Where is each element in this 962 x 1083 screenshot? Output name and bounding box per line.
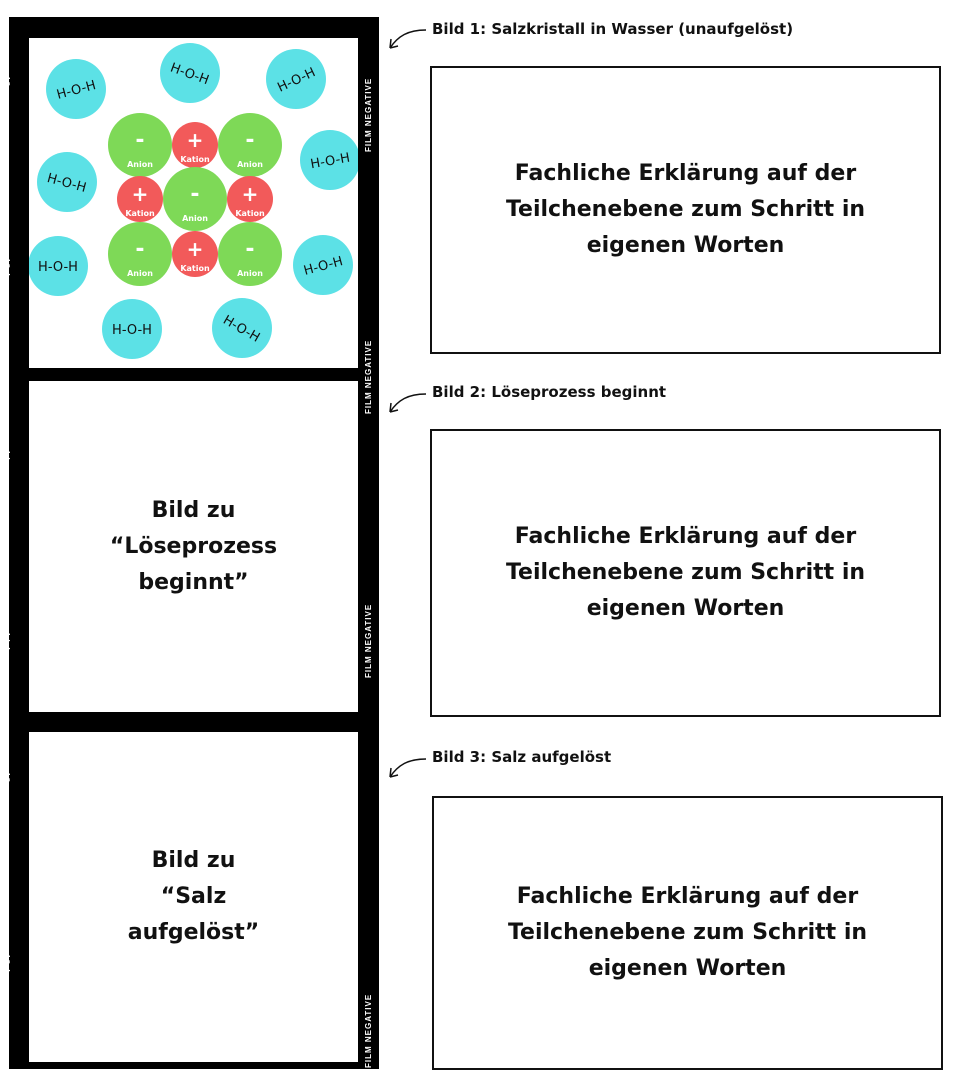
film-negative-label: FILM NEGATIVE (364, 603, 373, 678)
image-placeholder-text: Bild zu “Salz aufgelöst” (127, 848, 260, 945)
caption-2: Bild 2: Löseprozess beginnt (432, 383, 667, 401)
frame-number: → 13 (2, 760, 11, 784)
frame-3: Bild zu “Salz aufgelöst” (29, 732, 358, 1062)
kation-label: Kation (235, 209, 265, 218)
anion-label: Anion (127, 269, 153, 278)
water-molecule (102, 299, 162, 359)
water-molecule (293, 235, 353, 295)
explanation-text: Fachliche Erklärung auf der Teilcheneben… (507, 884, 868, 981)
explanation-box-2[interactable]: Fachliche Erklärung auf der Teilcheneben… (430, 429, 941, 717)
film-negative-label: FILM NEGATIVE (364, 993, 373, 1068)
kation-label: Kation (180, 264, 210, 273)
water-molecule (29, 236, 88, 296)
kation-sign: + (187, 237, 204, 261)
image-placeholder-text: Bild zu “Löseprozess beginnt” (109, 497, 278, 595)
kation-sign: + (132, 182, 149, 206)
anion-sign: - (245, 128, 254, 153)
explanation-text: Fachliche Erklärung auf der Teilcheneben… (505, 524, 866, 621)
anion-sign: - (135, 128, 144, 153)
explanation-box-1[interactable]: Fachliche Erklärung auf der Teilcheneben… (430, 66, 941, 354)
water-formula: H-O-H (309, 151, 351, 173)
water-molecule (212, 298, 272, 358)
anion-sign: - (135, 237, 144, 262)
anion-label: Anion (237, 160, 263, 169)
arrow-icon (389, 758, 427, 778)
anion-sign: - (190, 182, 199, 207)
kation (227, 176, 273, 222)
kation (117, 176, 163, 222)
anion-sign: - (245, 237, 254, 262)
water-formula: H-O-H (38, 260, 78, 275)
anion (218, 113, 282, 177)
anion-label: Anion (182, 214, 208, 223)
water-formula: H-O-H (112, 323, 152, 338)
explanation-box-3[interactable]: Fachliche Erklärung auf der Teilcheneben… (432, 796, 943, 1070)
water-molecule (160, 43, 220, 103)
frame-number: → 13 A (2, 246, 11, 279)
frame-number: → 14 (2, 438, 11, 462)
water-molecule (46, 59, 106, 119)
frame-number: → 14 A (2, 620, 11, 653)
frame-2: Bild zu “Löseprozess beginnt” (29, 381, 358, 712)
anion-label: Anion (237, 269, 263, 278)
water-molecule (266, 49, 326, 109)
arrow-icon (389, 29, 427, 49)
water-molecule (300, 130, 358, 190)
film-negative-label: FILM NEGATIVE (364, 339, 373, 414)
film-negative-label: FILM NEGATIVE (364, 77, 373, 152)
anion (218, 222, 282, 286)
anion (108, 222, 172, 286)
explanation-text: Fachliche Erklärung auf der Teilcheneben… (505, 161, 866, 258)
kation-sign: + (187, 128, 204, 152)
caption-3: Bild 3: Salz aufgelöst (432, 748, 612, 766)
kation (172, 231, 218, 277)
arrow-icon (389, 393, 427, 413)
anion (108, 113, 172, 177)
anion (163, 167, 227, 231)
caption-1: Bild 1: Salzkristall in Wasser (unaufgel… (432, 20, 794, 38)
anion-label: Anion (127, 160, 153, 169)
kation (172, 122, 218, 168)
frame-number: → 13 (2, 64, 11, 88)
kation-label: Kation (125, 209, 155, 218)
kation-label: Kation (180, 155, 210, 164)
frame-number: → 13 A (2, 942, 11, 975)
kation-sign: + (242, 182, 259, 206)
water-molecule (37, 152, 97, 212)
